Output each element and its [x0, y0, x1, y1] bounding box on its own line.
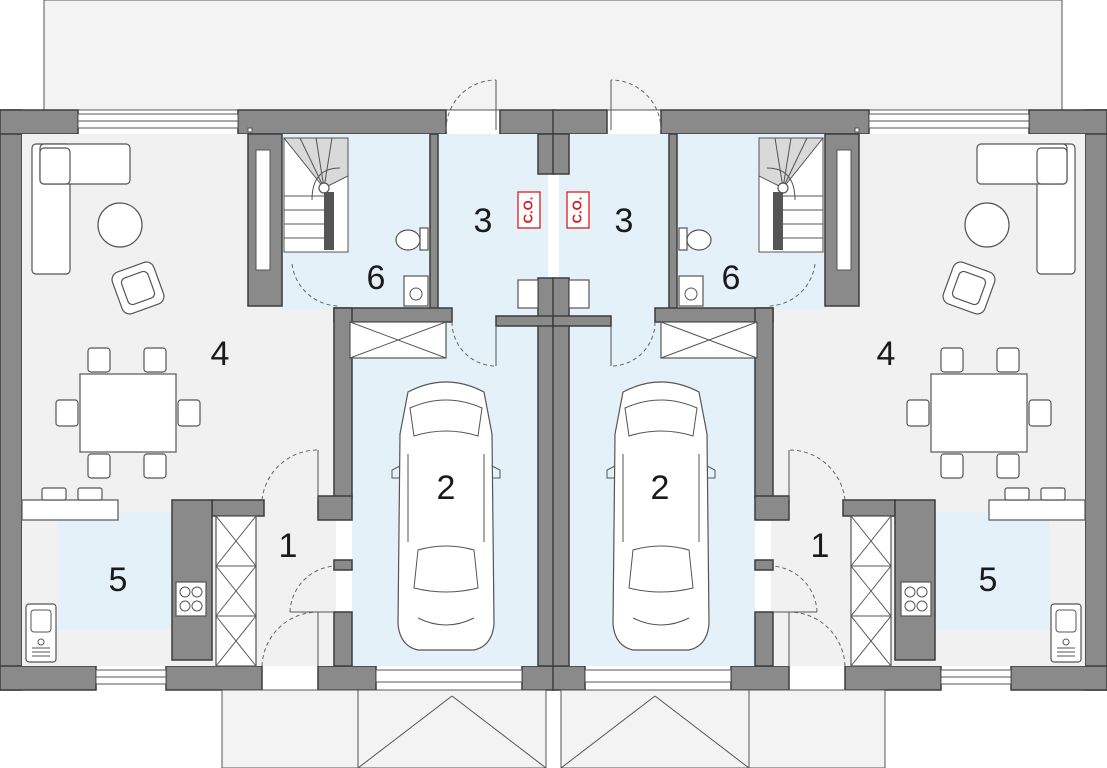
room-number-living-left: 4: [211, 335, 230, 373]
room-number-wc-left: 6: [367, 259, 386, 297]
room-number-wc-right: 6: [722, 259, 741, 297]
room-number-living-right: 4: [877, 335, 896, 373]
boiler-label-right: C.O.: [569, 197, 584, 224]
boiler-box-right: [566, 191, 590, 229]
room-number-utility-left: 3: [474, 202, 493, 240]
room-number-utility-right: 3: [615, 202, 634, 240]
room-number-entrance-left: 1: [279, 527, 298, 565]
room-number-kitchen-right: 5: [979, 561, 998, 599]
room-number-entrance-right: 1: [811, 527, 830, 565]
terrace-top: [43, 0, 1063, 111]
unit-left: [0, 80, 554, 768]
room-number-garage-left: 2: [437, 469, 456, 507]
boiler-box-left: [517, 191, 541, 229]
room-number-garage-right: 2: [651, 469, 670, 507]
room-number-kitchen-left: 5: [109, 561, 128, 599]
boiler-label-left: C.O.: [520, 197, 535, 224]
unit-right: [553, 80, 1107, 768]
